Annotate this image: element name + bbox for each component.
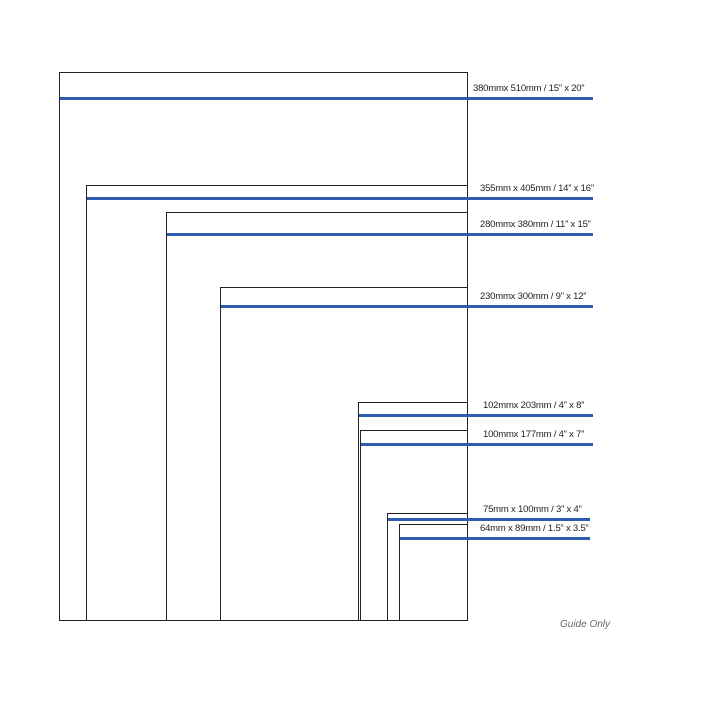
size-label: 380mmx 510mm / 15” x 20” (473, 83, 585, 94)
size-indicator-line (221, 305, 593, 308)
frame-outline (86, 185, 467, 621)
outer-frame-border (59, 72, 468, 621)
size-indicator-line (400, 537, 590, 540)
size-indicator-line (359, 414, 593, 417)
size-label: 355mm x 405mm / 14” x 16” (480, 183, 594, 194)
frame-outline (220, 287, 467, 621)
size-indicator-line (361, 443, 593, 446)
size-indicator-line (167, 233, 593, 236)
size-label: 100mmx 177mm / 4” x 7” (483, 429, 585, 440)
size-label: 280mmx 380mm / 11” x 15” (480, 219, 591, 230)
size-label: 230mmx 300mm / 9” x 12” (480, 291, 587, 302)
size-indicator-line (388, 518, 590, 521)
size-indicator-line (87, 197, 593, 200)
size-indicator-line (60, 97, 593, 100)
frame-outline (387, 513, 467, 621)
frame-outline (166, 212, 467, 621)
frame-outline (399, 524, 467, 621)
guide-only-note: Guide Only (560, 619, 611, 630)
frame-outline (360, 430, 467, 621)
frame-outline (358, 402, 467, 621)
size-label: 75mm x 100mm / 3” x 4” (483, 504, 582, 515)
size-label: 64mm x 89mm / 1.5” x 3.5” (480, 523, 589, 534)
size-label: 102mmx 203mm / 4” x 8” (483, 400, 585, 411)
